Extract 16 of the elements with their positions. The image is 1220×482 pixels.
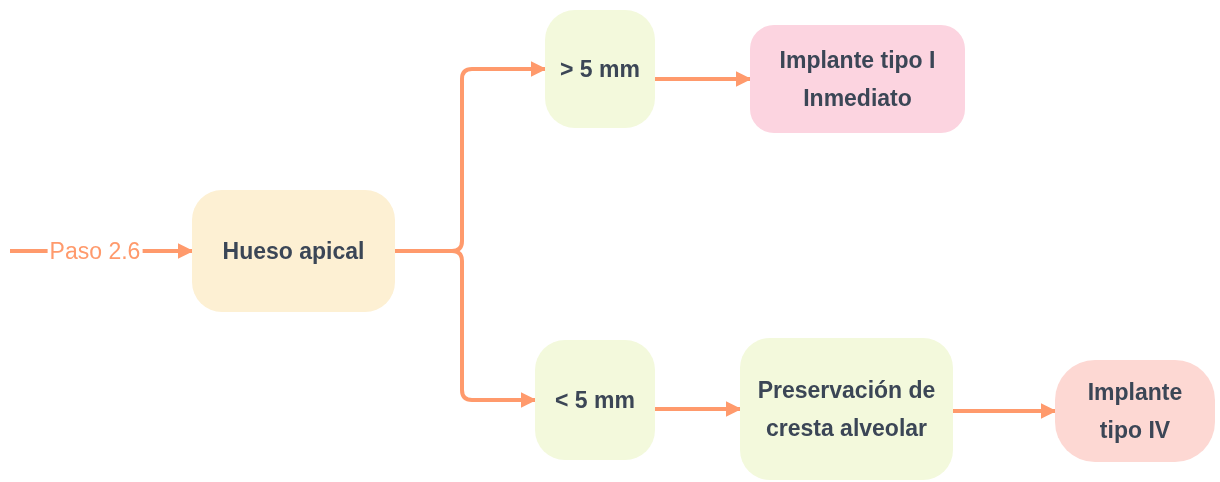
process-box: [740, 338, 953, 480]
process-box: [535, 340, 655, 460]
node-label: < 5 mm: [555, 386, 635, 415]
node-label: > 5 mm: [560, 55, 640, 84]
node-label: Preservación de cresta alveolar: [756, 376, 937, 443]
arrow: [655, 71, 752, 87]
arrow: [655, 401, 742, 417]
process-box: [1055, 360, 1215, 462]
node-label: Implante tipo IV: [1086, 378, 1184, 445]
process-box: [192, 190, 395, 312]
arrow: [395, 249, 537, 408]
arrow: [953, 403, 1057, 419]
node-label: Implante tipo I Inmediato: [778, 46, 937, 113]
node-label: Hueso apical: [222, 237, 365, 266]
process-box: [545, 10, 655, 128]
process-box: [750, 25, 965, 133]
